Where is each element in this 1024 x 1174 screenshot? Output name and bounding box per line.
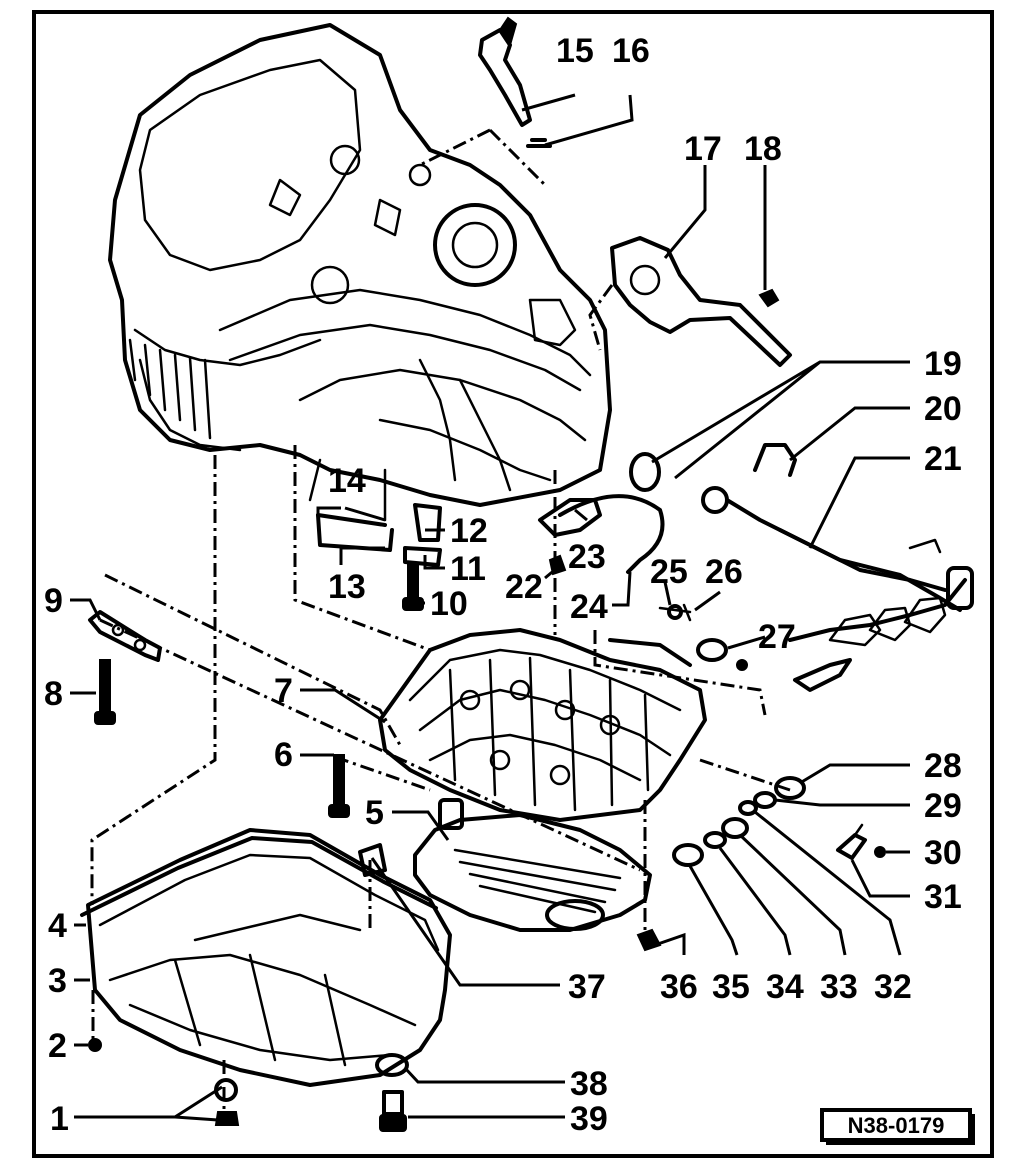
callout-30: 30: [924, 834, 962, 872]
clip-25: [667, 604, 683, 620]
callout-29: 29: [924, 787, 962, 825]
callout-34: 34: [766, 968, 804, 1006]
callout-11: 11: [450, 550, 486, 588]
dash-15-housing: [419, 128, 547, 187]
callout-13: 13: [328, 568, 366, 606]
seal-38: [375, 1053, 409, 1077]
plug-35: [672, 843, 704, 867]
callout-18: 18: [744, 130, 782, 168]
drain-plug-1: [214, 1111, 240, 1126]
callout-33: 33: [820, 968, 858, 1006]
callout-4: 4: [48, 907, 67, 945]
dash-17-housing: [588, 284, 614, 351]
bracket-12: [413, 503, 442, 542]
bracket-23: [538, 498, 602, 537]
bolt-30: [874, 846, 886, 858]
callout-3: 3: [48, 962, 67, 1000]
callout-37: 37: [568, 968, 606, 1006]
callout-25: 25: [650, 553, 688, 591]
callout-39: 39: [570, 1100, 608, 1138]
callout-35: 35: [712, 968, 750, 1006]
bolt-18: [758, 288, 780, 308]
seal-32: [738, 800, 758, 816]
oil-pan-3: [86, 828, 452, 1087]
seal-28: [774, 776, 806, 800]
seal-33: [721, 817, 749, 839]
callout-10: 10: [430, 585, 468, 623]
callout-23: 23: [568, 538, 606, 576]
pipe-14: [316, 513, 387, 527]
callout-32: 32: [874, 968, 912, 1006]
callout-numbers: 1 2 3 4 5 6 7 8 9 10 11 12 13 14 15 16 1…: [44, 32, 962, 1138]
callout-9: 9: [44, 582, 63, 620]
callout-2: 2: [48, 1027, 67, 1065]
callout-24: 24: [570, 588, 608, 626]
bolt-27: [736, 659, 748, 671]
callout-8: 8: [44, 675, 63, 713]
callout-27: 27: [758, 618, 796, 656]
selector-lever-17: [610, 236, 792, 367]
seal-34: [703, 831, 727, 849]
callout-6: 6: [274, 736, 293, 774]
plug-27: [696, 638, 728, 662]
callout-36: 36: [660, 968, 698, 1006]
callout-22: 22: [505, 568, 543, 606]
speed-sensor-15: [478, 16, 532, 127]
wire-24: [558, 494, 665, 574]
callout-5: 5: [365, 794, 384, 832]
o-ring-19: [629, 452, 661, 492]
callout-1: 1: [50, 1100, 69, 1138]
bracket-9: [88, 610, 162, 662]
sensor-31: [836, 823, 867, 860]
callout-20: 20: [924, 390, 962, 428]
bolt-36: [636, 928, 662, 952]
callout-7: 7: [274, 672, 293, 710]
oil-strainer-37: [413, 798, 652, 932]
callout-14: 14: [328, 462, 366, 500]
callout-12: 12: [450, 512, 488, 550]
leader-lines: [70, 93, 910, 1122]
transmission-housing: [108, 23, 612, 522]
plug-39: [379, 1090, 407, 1132]
callout-38: 38: [570, 1065, 608, 1103]
callout-31: 31: [924, 878, 962, 916]
callout-15: 15: [556, 32, 594, 70]
callout-19: 19: [924, 345, 962, 383]
callout-21: 21: [924, 440, 962, 478]
callout-17: 17: [684, 130, 722, 168]
assembly-lines: [90, 445, 791, 1112]
callout-26: 26: [705, 553, 743, 591]
bracket-11: [403, 546, 442, 567]
wiring-harness-21: [701, 486, 974, 692]
reference-number: N38-0179: [848, 1113, 945, 1138]
seal-29: [753, 791, 777, 809]
seal-20: [753, 443, 797, 477]
callout-16: 16: [612, 32, 650, 70]
bolt-2: [88, 1038, 102, 1052]
bolt-6: [328, 754, 350, 818]
valve-body-7: [378, 628, 707, 822]
pin-26: [658, 603, 692, 622]
bolt-8: [94, 659, 116, 725]
callout-28: 28: [924, 747, 962, 785]
reference-box: N38-0179: [820, 1108, 975, 1145]
diagram-frame: [32, 10, 994, 1158]
